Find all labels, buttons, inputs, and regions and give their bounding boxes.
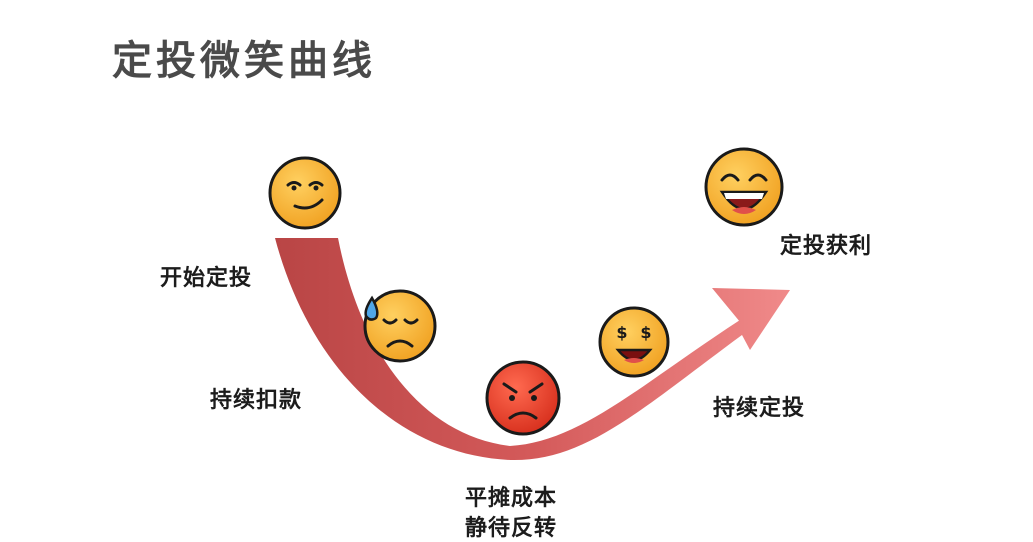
label-wait-reversal: 静待反转 (465, 516, 558, 541)
label-start: 开始定投 (160, 266, 253, 291)
label-average-cost: 平摊成本 (465, 486, 558, 511)
label-continue-invest: 持续定投 (713, 396, 806, 421)
svg-text:$: $ (640, 323, 651, 342)
dollar-eyes-face-icon: $ $ (598, 306, 670, 378)
page-title: 定投微笑曲线 (112, 38, 376, 84)
angry-face-icon (485, 360, 561, 436)
sweat-sad-face-icon (363, 289, 437, 363)
svg-text:$: $ (616, 323, 627, 342)
label-profit: 定投获利 (780, 234, 873, 259)
smirk-face-icon (268, 156, 342, 230)
smile-curve-arrow-body (275, 238, 790, 461)
laughing-face-icon (704, 147, 784, 227)
label-continue-deduct: 持续扣款 (210, 388, 303, 413)
